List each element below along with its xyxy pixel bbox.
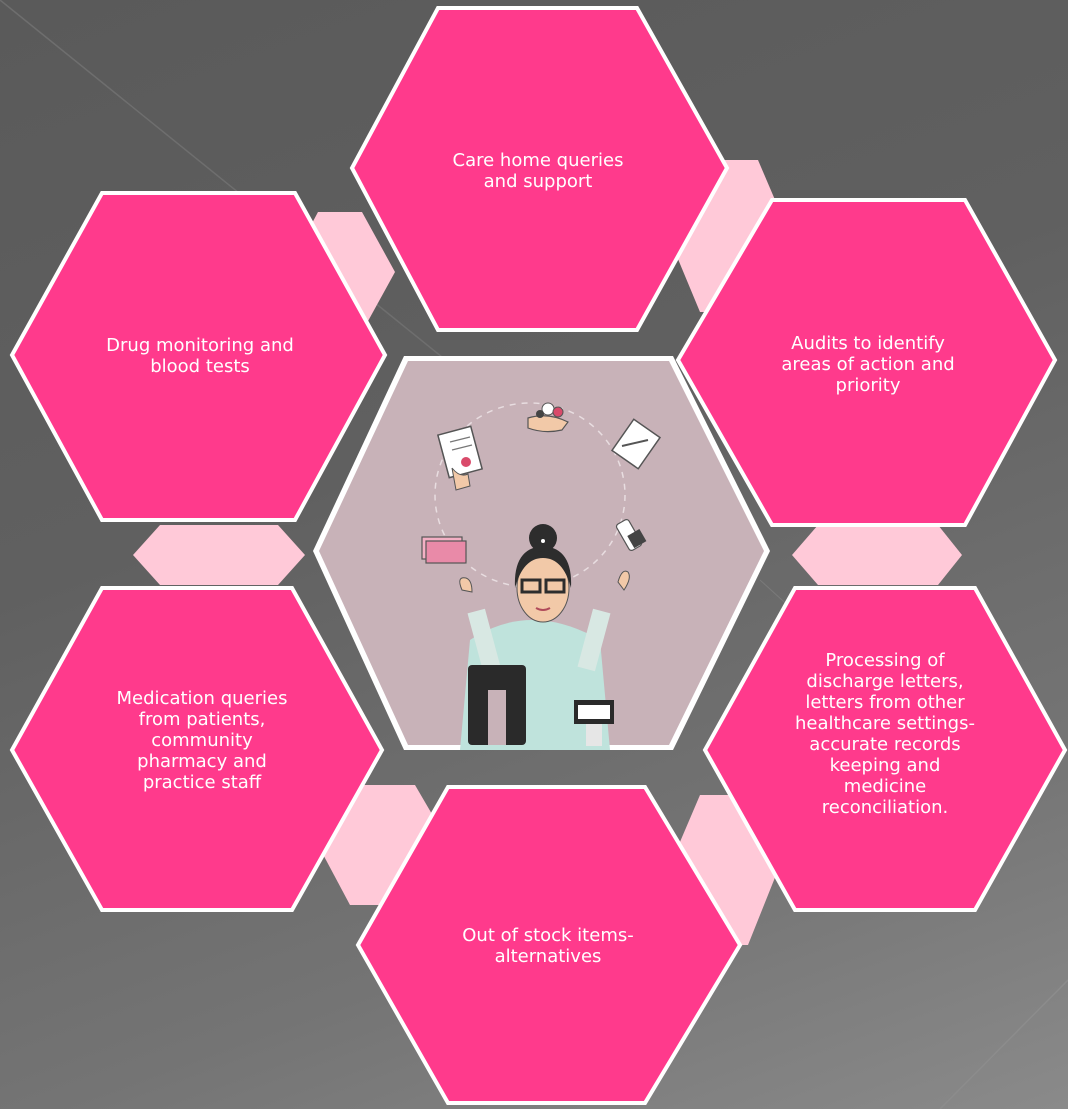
hexagon-label-audits: Audits to identify areas of action and p…: [781, 333, 955, 396]
pharmacist-juggling-tasks-illustration: [319, 361, 764, 750]
clipboard-icon: [610, 418, 662, 470]
connector-hexagon: [133, 525, 305, 585]
hexagon-label-medication-queries: Medication queries from patients, commun…: [116, 688, 288, 793]
prescription-icon: [436, 425, 484, 491]
hexagon-label-out-of-stock: Out of stock items- alternatives: [462, 925, 634, 967]
register-icon: [574, 700, 614, 746]
cash-icon: [421, 536, 467, 564]
hexagon-label-drug-monitoring: Drug monitoring and blood tests: [106, 335, 294, 377]
computer-monitor-icon: [468, 665, 526, 745]
hexagon-drug-monitoring: [9, 191, 388, 522]
hexagon-medication-queries: [9, 586, 385, 912]
connector-hexagon: [792, 525, 962, 585]
hexagon-label-discharge: Processing of discharge letters, letters…: [795, 650, 975, 818]
hexagon-out-of-stock: [355, 785, 743, 1105]
hexagon-audits: [675, 198, 1058, 527]
hexagon-discharge: [702, 586, 1068, 912]
hexagon-care-home: [349, 6, 730, 332]
hexagon-label-care-home: Care home queries and support: [452, 150, 624, 192]
inhaler-icon: [615, 519, 647, 551]
background-line: [939, 979, 1068, 1109]
pills-in-hand-icon: [527, 402, 569, 433]
